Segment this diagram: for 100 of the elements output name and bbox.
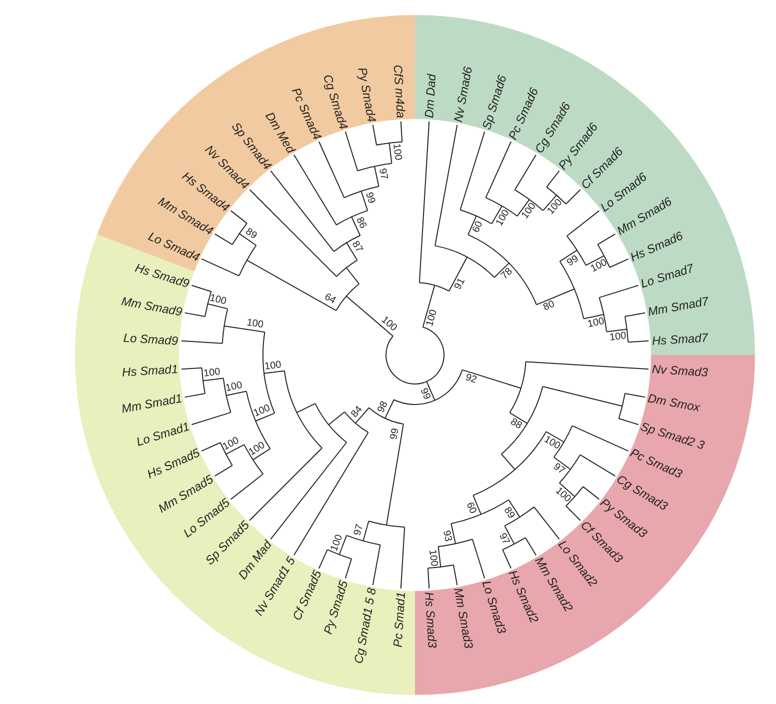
branch-arc <box>427 564 454 569</box>
branch-line <box>360 190 368 212</box>
bootstrap-value: 99 <box>418 386 432 402</box>
leaf-label: Hs Smad1 <box>122 362 179 380</box>
branch-line <box>293 154 337 226</box>
branch-arc <box>204 290 212 318</box>
bootstrap-value: 97 <box>352 523 366 537</box>
bootstrap-value: 100 <box>202 366 221 380</box>
bootstrap-value: 92 <box>464 372 478 386</box>
branch-line <box>318 141 345 198</box>
leaf-label: Hs Smad7 <box>651 330 708 348</box>
leaf-label: Lo Smad1 <box>134 418 191 448</box>
branch-line <box>502 549 512 569</box>
branch-line <box>293 432 369 556</box>
branch-line <box>270 442 348 540</box>
branch-line <box>246 260 337 312</box>
bootstrap-value: 100 <box>424 308 440 328</box>
bootstrap-value: 100 <box>209 292 228 308</box>
bootstrap-value: 100 <box>221 435 242 453</box>
branch-line <box>448 256 468 292</box>
branch-line <box>485 141 512 198</box>
branch-line <box>344 558 352 579</box>
branch-line <box>230 210 248 224</box>
branch-line <box>214 233 233 246</box>
leaf-label: Mm Smad7 <box>646 294 710 320</box>
branch-line <box>618 418 639 426</box>
branch-line <box>372 544 381 586</box>
branch-line <box>224 325 266 333</box>
leaf-label: Py Smad5 <box>321 579 352 636</box>
bootstrap-value: 100 <box>520 201 538 222</box>
bootstrap-value: 97 <box>496 531 512 546</box>
branch-line <box>460 131 486 210</box>
branch-line <box>514 154 537 190</box>
branch-arc <box>314 403 348 443</box>
branch-line <box>468 215 477 236</box>
bootstrap-value: 100 <box>264 359 282 372</box>
branch-line <box>318 549 328 569</box>
branch-line <box>202 378 224 382</box>
branch-arc <box>504 506 535 526</box>
bootstrap-value: 100 <box>246 317 264 331</box>
leaf-label: Pc Smad1 <box>390 591 408 648</box>
branch-line <box>344 131 358 172</box>
bootstrap-value: 100 <box>247 440 268 458</box>
leaf-label: Hs Smad9 <box>133 261 191 292</box>
bootstrap-value: 100 <box>609 330 628 344</box>
branch-line <box>524 537 537 556</box>
bootstrap-value: 100 <box>378 314 399 334</box>
bootstrap-value: 100 <box>426 549 440 568</box>
branch-line <box>582 486 600 500</box>
leaf-label: Mm Smad9 <box>120 294 184 320</box>
branch-line <box>226 390 247 396</box>
branch-line <box>566 210 600 236</box>
branch-line <box>536 288 575 306</box>
branch-line <box>249 447 323 521</box>
branch-line <box>606 328 628 332</box>
branch-line <box>225 444 245 455</box>
bootstrap-value: 100 <box>390 142 404 161</box>
branch-line <box>346 267 360 284</box>
branch-arc <box>434 245 495 278</box>
branch-line <box>504 525 515 545</box>
branch-arc <box>468 234 537 306</box>
leaf-label: Lo Smad7 <box>639 262 696 292</box>
branch-line <box>462 369 522 389</box>
branch-arc <box>566 235 586 266</box>
branch-line <box>252 448 271 460</box>
bootstrap-value: 99 <box>363 191 378 206</box>
branch-line <box>525 361 650 370</box>
branch-line <box>516 199 530 217</box>
branch-line <box>534 506 560 540</box>
branch-arc <box>201 367 206 394</box>
branch-line <box>249 189 337 277</box>
branch-line <box>427 568 430 590</box>
branch-line <box>351 216 361 236</box>
branch-line <box>580 454 616 477</box>
branch-arc <box>418 282 450 292</box>
bootstrap-value: 84 <box>349 404 365 420</box>
bootstrap-value: 99 <box>564 253 580 268</box>
leaf-label: Mm Smad1 <box>120 390 184 416</box>
leaf-label: Cg Smad4 <box>320 72 352 131</box>
branch-line <box>264 370 285 374</box>
branch-line <box>191 412 232 426</box>
leaf-label: Dm Dad <box>422 74 439 119</box>
leaf-label: Dm Smox <box>646 390 702 414</box>
branch-arc <box>336 283 360 312</box>
bootstrap-value: 64 <box>322 292 338 307</box>
bootstrap-value: 100 <box>224 380 244 394</box>
leaf-label: Mm Smad3 <box>450 586 476 650</box>
bootstrap-value: 87 <box>349 240 365 256</box>
bootstrap-value: 88 <box>508 416 524 432</box>
branch-line <box>585 255 605 266</box>
bootstrap-value: 100 <box>586 316 606 330</box>
branch-line <box>386 424 404 526</box>
branch-line <box>624 312 646 318</box>
leaf-label: Py Smad4 <box>355 66 380 124</box>
bootstrap-value: 97 <box>551 461 567 477</box>
bootstrap-value: 100 <box>553 486 574 505</box>
branch-line <box>472 538 486 579</box>
branch-line <box>270 170 334 252</box>
branch-arc <box>376 141 403 146</box>
branch-line <box>583 314 604 320</box>
